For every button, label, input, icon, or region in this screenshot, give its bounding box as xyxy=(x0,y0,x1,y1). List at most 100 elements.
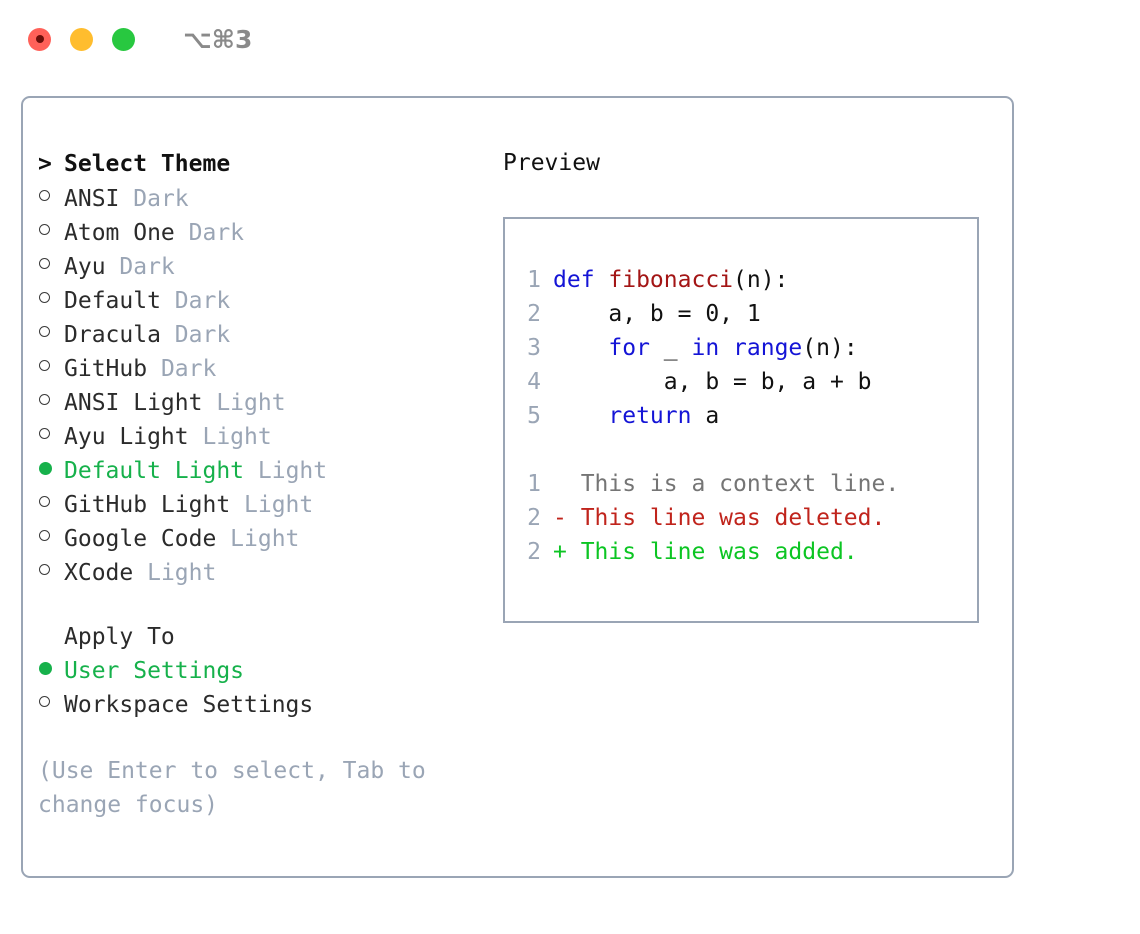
code-line: 4 a, b = b, a + b xyxy=(515,365,971,399)
title-bar: ⌥⌘3 xyxy=(0,0,1140,78)
theme-item-label: Default Light xyxy=(64,458,258,484)
preview-title: Preview xyxy=(503,150,600,176)
theme-item-variant: Dark xyxy=(188,220,245,246)
code-text: a, b = 0, 1 xyxy=(553,297,761,331)
theme-item-dracula[interactable]: Dracula Dark xyxy=(38,318,488,352)
line-number: 1 xyxy=(527,267,541,293)
keyboard-shortcut-label: ⌥⌘3 xyxy=(183,24,253,54)
diff-sample: 1 This is a context line. 2 - This line wa… xyxy=(515,467,971,569)
token-pl: (n): xyxy=(802,335,858,361)
token-kw: for xyxy=(608,335,650,361)
theme-item-variant: Dark xyxy=(160,356,217,382)
diff-line: 2 - This line was deleted. xyxy=(515,501,971,535)
theme-item-variant: Light xyxy=(230,526,300,552)
maximize-button[interactable] xyxy=(112,27,135,51)
theme-item-variant: Light xyxy=(257,458,328,484)
token-pl xyxy=(553,335,608,361)
code-text: + This line was added. xyxy=(553,535,858,569)
theme-item-variant: Dark xyxy=(174,322,231,348)
theme-item-label: ANSI xyxy=(64,186,134,212)
code-blank-line xyxy=(515,433,971,467)
theme-item-github-light[interactable]: GitHub Light Light xyxy=(38,488,488,522)
code-line: 2 a, b = 0, 1 xyxy=(515,297,971,331)
apply-to-item-label: User Settings xyxy=(64,658,245,684)
diff-line: 1 This is a context line. xyxy=(515,467,971,501)
theme-item-variant: Light xyxy=(147,560,217,586)
theme-item-ansi-light[interactable]: ANSI Light Light xyxy=(38,386,488,420)
token-fn: fibonacci xyxy=(608,267,734,293)
theme-item-default[interactable]: Default Dark xyxy=(38,284,488,318)
theme-item-variant: Dark xyxy=(119,254,175,280)
code-text: - This line was deleted. xyxy=(553,501,885,535)
token-add: + This line was added. xyxy=(553,539,858,565)
theme-item-xcode[interactable]: XCode Light xyxy=(38,556,488,590)
select-theme-header: >Select Theme xyxy=(38,146,488,182)
code-text: return a xyxy=(553,399,719,433)
code-line: 5 return a xyxy=(515,399,971,433)
minimize-button[interactable] xyxy=(70,27,93,51)
code-line: 3 for _ in range(n): xyxy=(515,331,971,365)
theme-item-label: GitHub xyxy=(64,356,161,382)
line-number: 5 xyxy=(527,403,541,429)
theme-item-label: Ayu Light xyxy=(64,424,203,450)
token-pl: a, b = b, a + b xyxy=(553,369,872,395)
theme-item-google-code[interactable]: Google Code Light xyxy=(38,522,488,556)
token-kw: range xyxy=(733,335,803,361)
theme-item-variant: Dark xyxy=(174,288,231,314)
theme-item-label: Dracula xyxy=(64,322,175,348)
token-pl: a, b = 0, 1 xyxy=(553,301,761,327)
line-number: 3 xyxy=(527,335,541,361)
theme-item-label: Ayu xyxy=(64,254,120,280)
diff-line: 2 + This line was added. xyxy=(515,535,971,569)
line-number: 1 xyxy=(527,471,541,497)
token-pl xyxy=(719,335,733,361)
theme-item-atom-one[interactable]: Atom One Dark xyxy=(38,216,488,250)
theme-item-label: Atom One xyxy=(64,220,189,246)
apply-to-item-label: Workspace Settings xyxy=(64,692,314,718)
theme-item-ayu[interactable]: Ayu Dark xyxy=(38,250,488,284)
token-pl: (n): xyxy=(733,267,789,293)
theme-item-default-light[interactable]: Default Light Light xyxy=(38,454,488,488)
apply-to-item-workspace-settings[interactable]: Workspace Settings xyxy=(38,688,488,722)
token-kw: return xyxy=(608,403,692,429)
theme-item-variant: Dark xyxy=(133,186,189,212)
line-number: 4 xyxy=(527,369,541,395)
keyboard-hint-text: (Use Enter to select, Tab to change focu… xyxy=(38,758,440,818)
token-ctx: This is a context line. xyxy=(553,471,900,497)
token-del: - This line was deleted. xyxy=(553,505,886,531)
theme-item-label: Default xyxy=(64,288,175,314)
token-pl xyxy=(553,403,608,429)
code-text: def fibonacci(n): xyxy=(553,263,788,297)
theme-item-label: ANSI Light xyxy=(64,390,217,416)
close-button[interactable] xyxy=(28,27,51,51)
theme-item-github[interactable]: GitHub Dark xyxy=(38,352,488,386)
theme-item-variant: Light xyxy=(202,424,272,450)
section-spacer xyxy=(38,590,488,620)
code-text: This is a context line. xyxy=(553,467,900,501)
code-line: 1 def fibonacci(n): xyxy=(515,263,971,297)
theme-item-ansi[interactable]: ANSI Dark xyxy=(38,182,488,216)
token-kw: in xyxy=(691,335,720,361)
theme-item-label: XCode xyxy=(64,560,148,586)
select-theme-header-label: Select Theme xyxy=(64,151,231,177)
theme-item-variant: Light xyxy=(216,390,286,416)
token-pl: _ xyxy=(649,335,692,361)
theme-item-ayu-light[interactable]: Ayu Light Light xyxy=(38,420,488,454)
apply-to-header: Apply To xyxy=(64,624,175,650)
code-text: for _ in range(n): xyxy=(553,331,858,365)
token-kw: def xyxy=(553,267,609,293)
theme-item-label: GitHub Light xyxy=(64,492,245,518)
line-number: 2 xyxy=(527,539,541,565)
theme-item-label: Google Code xyxy=(64,526,231,552)
apply-to-item-user-settings[interactable]: User Settings xyxy=(38,654,488,688)
code-text: a, b = b, a + b xyxy=(553,365,872,399)
line-number: 2 xyxy=(527,505,541,531)
